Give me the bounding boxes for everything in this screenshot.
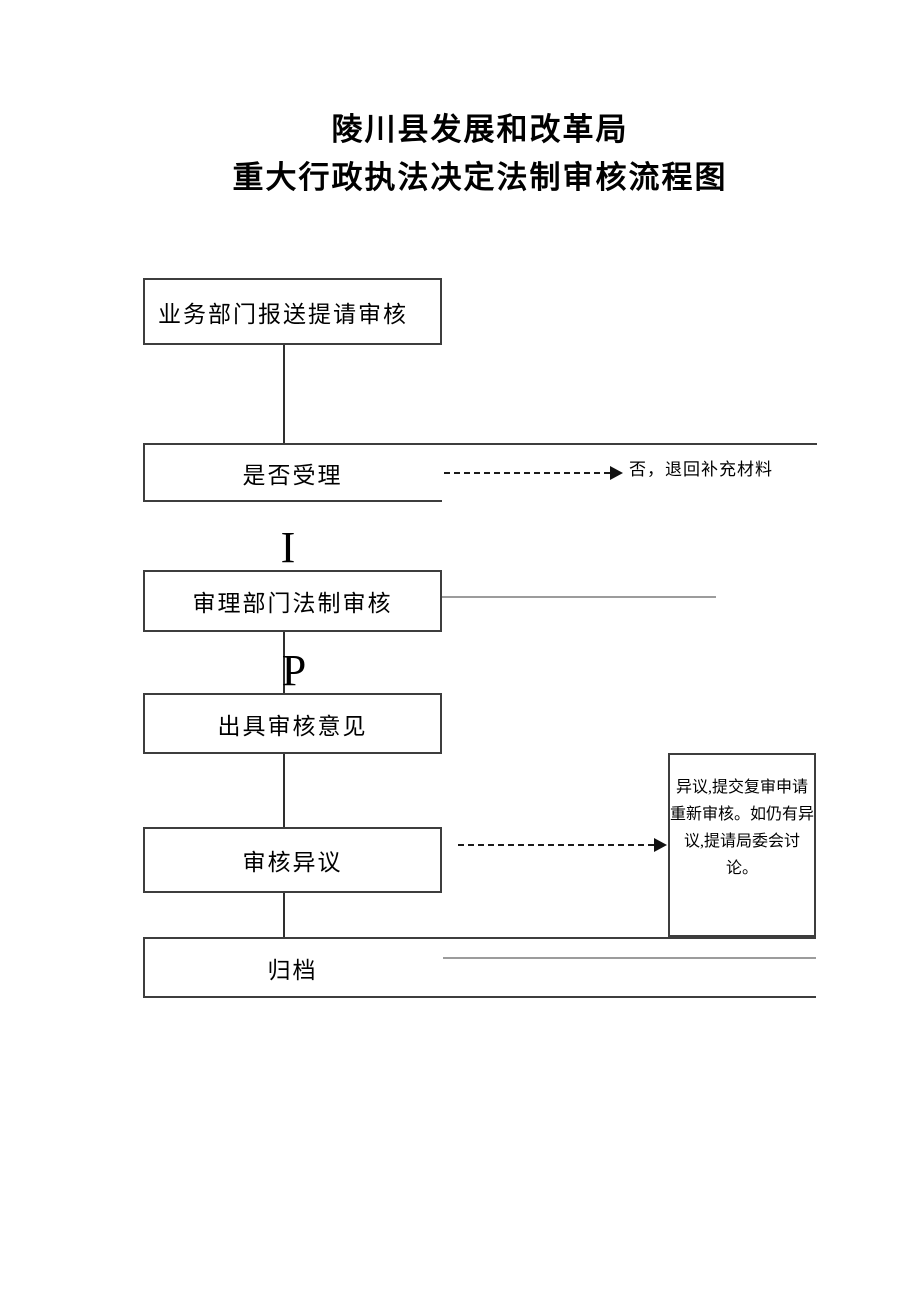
connector-review-to-opinion xyxy=(283,632,285,693)
archive-row-left-edge xyxy=(143,937,145,998)
document-title-line2: 重大行政执法决定法制审核流程图 xyxy=(232,160,728,195)
flow-box-opinion-label: 出具审核意见 xyxy=(217,713,368,739)
accept-row-left-edge xyxy=(143,443,145,502)
flow-box-review-label: 审理部门法制审核 xyxy=(192,591,393,616)
reject-note-text: 否，退回补充材料 xyxy=(629,460,773,479)
objection-note-line: 议,提请局委会讨 xyxy=(683,833,800,850)
dashed-arrow-objection-line xyxy=(458,844,654,846)
archive-row-bottom-rule xyxy=(143,996,816,998)
review-side-rule xyxy=(442,596,716,598)
flow-box-submit: 业务部门报送提请审核 xyxy=(143,278,442,345)
flow-box-objection: 审核异议 xyxy=(143,827,442,893)
no-branch-marker: P xyxy=(281,646,307,695)
flow-box-archive: 归档 xyxy=(143,939,442,996)
objection-note-line: 论。 xyxy=(725,860,758,877)
flow-box-accept-label: 是否受理 xyxy=(242,462,343,488)
flow-box-accept: 是否受理 xyxy=(143,445,442,500)
connector-objection-to-archive xyxy=(283,893,285,939)
archive-row-top-rule xyxy=(143,937,816,939)
objection-note-line: 重新审核。如仍有异 xyxy=(670,806,815,823)
yes-branch-marker: I xyxy=(280,523,296,572)
archive-side-rule xyxy=(443,957,816,959)
objection-note-box: 异议,提交复审申请 重新审核。如仍有异 议,提请局委会讨 论。 xyxy=(668,753,816,937)
accept-row-top-rule xyxy=(143,443,817,445)
flow-box-opinion: 出具审核意见 xyxy=(143,693,442,754)
dashed-arrow-reject-line xyxy=(444,472,610,474)
arrowhead-objection-icon xyxy=(654,838,667,852)
connector-submit-to-accept xyxy=(283,345,285,445)
connector-opinion-to-objection xyxy=(283,754,285,827)
flow-box-submit-label: 业务部门报送提请审核 xyxy=(158,301,408,327)
objection-note-line: 异议,提交复审申请 xyxy=(675,779,808,796)
flow-box-objection-label: 审核异议 xyxy=(242,850,343,875)
flow-box-review: 审理部门法制审核 xyxy=(143,570,442,632)
arrowhead-reject-icon xyxy=(610,466,623,480)
accept-row-bottom-rule xyxy=(143,500,442,502)
document-title-line1: 陵川县发展和改革局 xyxy=(331,112,629,147)
flow-box-archive-label: 归档 xyxy=(267,957,318,983)
